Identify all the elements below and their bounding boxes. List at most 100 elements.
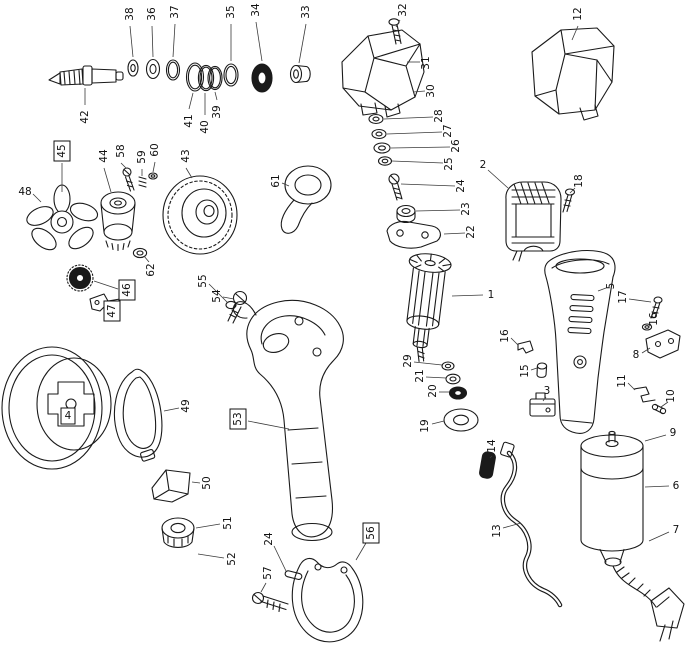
part-label-5: 5 — [597, 283, 617, 292]
svg-text:12: 12 — [572, 7, 584, 20]
svg-text:52: 52 — [226, 552, 238, 565]
svg-text:7: 7 — [673, 524, 680, 536]
part-49-strap — [113, 368, 163, 462]
part-label-7: 7 — [648, 524, 680, 542]
svg-text:54: 54 — [211, 289, 223, 303]
svg-text:57: 57 — [262, 566, 274, 579]
svg-text:39: 39 — [211, 105, 223, 118]
part-label-20: 20 — [427, 384, 449, 398]
part-label-47: 47 — [103, 300, 121, 322]
part-label-46: 46 — [93, 279, 136, 301]
part-35-ring — [223, 63, 239, 87]
svg-text:60: 60 — [149, 143, 161, 156]
part-label-6: 6 — [644, 480, 680, 492]
part-label-34: 34 — [250, 3, 263, 62]
part-44-chuck — [100, 191, 136, 252]
svg-text:45: 45 — [56, 144, 68, 157]
part-48-star-knob — [26, 184, 99, 251]
svg-text:44: 44 — [98, 149, 110, 163]
svg-text:33: 33 — [300, 5, 312, 18]
part-label-21: 21 — [414, 369, 447, 383]
svg-text:19: 19 — [419, 419, 431, 432]
part-label-2: 2 — [480, 159, 509, 189]
part-15-sleeve — [536, 362, 548, 378]
part-1-armature — [406, 253, 452, 363]
part-label-56: 56 — [355, 522, 380, 561]
part-label-62: 62 — [143, 255, 157, 277]
part-label-30: 30 — [412, 84, 437, 98]
part-2-stator — [505, 181, 562, 262]
part-38-washer — [127, 59, 139, 77]
part-28-washer — [368, 113, 384, 125]
svg-text:42: 42 — [79, 110, 91, 123]
part-36-bearing — [145, 58, 161, 80]
svg-text:29: 29 — [402, 354, 414, 367]
svg-text:30: 30 — [425, 84, 437, 97]
part-label-49: 49 — [163, 399, 192, 413]
part-46-knurled-nut — [66, 264, 94, 292]
part-label-50: 50 — [191, 476, 213, 490]
part-label-10: 10 — [660, 389, 677, 408]
part-label-25: 25 — [391, 157, 455, 171]
part-label-57: 57 — [260, 566, 274, 593]
part-26-washer — [373, 142, 391, 154]
svg-text:49: 49 — [180, 399, 192, 412]
part-label-54: 54 — [211, 289, 235, 303]
part-label-16: 16 — [647, 312, 660, 328]
svg-text:40: 40 — [199, 120, 211, 133]
svg-text:37: 37 — [169, 5, 181, 18]
svg-text:17: 17 — [617, 290, 629, 303]
part-43-clamp-nut — [162, 175, 238, 255]
svg-text:56: 56 — [365, 526, 377, 540]
svg-text:15: 15 — [519, 364, 531, 377]
part-label-51: 51 — [195, 516, 234, 530]
part-label-3: 3 — [542, 385, 550, 402]
svg-text:36: 36 — [146, 7, 158, 21]
part-label-48: 48 — [18, 186, 42, 203]
svg-text:6: 6 — [673, 480, 680, 492]
part-label-27: 27 — [386, 124, 454, 138]
part-20-bearing — [448, 386, 468, 400]
part-label-36: 36 — [146, 7, 158, 58]
part-50-guard — [151, 469, 191, 503]
part-58-screw — [122, 167, 135, 192]
svg-text:24: 24 — [455, 179, 467, 193]
part-label-39: 39 — [211, 91, 223, 119]
svg-text:43: 43 — [180, 149, 192, 162]
part-label-31: 31 — [407, 56, 432, 70]
part-23-nut — [396, 204, 416, 224]
part-3-switch — [529, 392, 556, 417]
svg-text:9: 9 — [670, 427, 677, 439]
part-8-plate — [645, 329, 681, 359]
svg-text:22: 22 — [465, 225, 477, 238]
part-label-24: 24 — [400, 179, 467, 193]
part-label-15: 15 — [519, 364, 538, 378]
part-label-26: 26 — [390, 139, 462, 153]
svg-text:27: 27 — [442, 124, 454, 137]
part-label-38: 38 — [124, 7, 136, 58]
svg-text:61: 61 — [270, 174, 282, 187]
part-27-washer — [371, 128, 387, 140]
part-61-lever — [280, 165, 332, 234]
svg-text:31: 31 — [420, 56, 432, 69]
part-label-23: 23 — [415, 202, 472, 216]
svg-text:23: 23 — [460, 202, 472, 215]
part-57-screw — [251, 591, 289, 613]
svg-text:20: 20 — [427, 384, 439, 397]
svg-text:18: 18 — [573, 174, 585, 187]
part-label-44: 44 — [98, 149, 112, 193]
part-label-41: 41 — [183, 92, 195, 128]
part-10-rivet — [651, 403, 667, 415]
svg-text:26: 26 — [450, 139, 462, 153]
part-label-32: 32 — [395, 3, 409, 28]
svg-text:25: 25 — [443, 157, 455, 170]
part-14-sleeve — [479, 451, 496, 479]
svg-text:51: 51 — [222, 516, 234, 529]
part-42-spindle — [48, 65, 124, 86]
svg-text:28: 28 — [433, 109, 445, 122]
part-label-1: 1 — [451, 289, 494, 301]
part-19-washer — [443, 408, 479, 432]
svg-text:34: 34 — [250, 3, 262, 17]
